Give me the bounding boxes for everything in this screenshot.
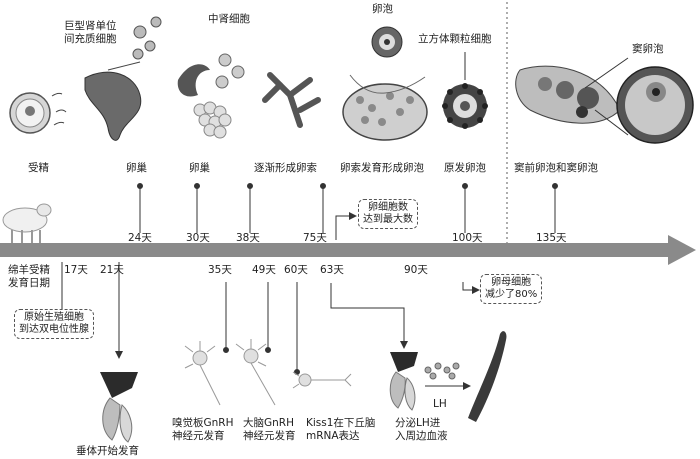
olfactory-neuron-illustration [184, 341, 221, 406]
upper-ticks [137, 183, 558, 233]
day-label: 60天 [284, 264, 308, 276]
giant-kidney-illustration [84, 71, 142, 141]
ovary-section-illustration [342, 74, 428, 141]
lower-ticks [61, 262, 480, 375]
sheep-illustration [2, 203, 52, 243]
stage-fertilization: 受精 [28, 162, 49, 174]
stage-primordial: 原发卵泡 [444, 162, 486, 174]
pituitary-label: 垂体开始发育 [76, 445, 139, 457]
primordial-germ-box: 原始生殖细胞 到达双电位性腺 [14, 309, 94, 339]
pituitary-illustration-left [100, 372, 138, 443]
lh-dots [424, 362, 460, 380]
antral-ovary-illustration [515, 57, 694, 144]
day-label: 90天 [404, 264, 428, 276]
kiss1-label: Kiss1在下丘脑 mRNA表达 [306, 417, 376, 442]
olfactory-label: 嗅觉板GnRH 神经元发育 [172, 417, 234, 442]
egg-illustration [9, 92, 67, 134]
timeline-arrow [0, 235, 696, 265]
day-label: 49天 [252, 264, 276, 276]
primordial-follicle-illustration [442, 52, 488, 129]
oocyte-illustration [371, 26, 403, 58]
antral-label: 窦卵泡 [632, 43, 664, 55]
stage-cord-follicle: 卵索发育形成卵泡 [340, 162, 424, 174]
ovarian-cord-illustration [262, 72, 321, 128]
stage-ovary-2: 卵巢 [189, 162, 210, 174]
brain-label: 大脑GnRH 神经元发育 [243, 417, 296, 442]
oocyte-reduce-box: 卵母细胞 减少了80% [480, 274, 543, 304]
lh-label: LH [433, 398, 447, 410]
mesonephros-illustration [177, 53, 245, 139]
day-label: 63天 [320, 264, 344, 276]
pointer-line [107, 61, 141, 71]
brain-neuron-illustration [235, 339, 276, 406]
day-label: 17天 [64, 264, 88, 276]
stage-ovary-1: 卵巢 [126, 162, 147, 174]
giant-kidney-label: 巨型肾单位 间充质细胞 [64, 20, 117, 45]
day-label: 100天 [452, 232, 483, 244]
stage-preantral: 窦前卵泡和窦卵泡 [514, 162, 598, 174]
day-label: 75天 [303, 232, 327, 244]
pituitary-illustration-right [389, 352, 418, 411]
lh-release-label: 分泌LH进 入周边血液 [395, 417, 448, 442]
oocyte-label: 卵泡 [372, 3, 393, 15]
stage-cord: 逐渐形成卵索 [254, 162, 317, 174]
kiss1-neuron-illustration [292, 371, 352, 389]
day-label: 38天 [236, 232, 260, 244]
oocyte-max-box: 卵细胞数 达到最大数 [358, 199, 418, 229]
day-label: 35天 [208, 264, 232, 276]
day-label: 24天 [128, 232, 152, 244]
blood-vessel-illustration [468, 331, 507, 422]
mesenchymal-cells-illustration [132, 16, 162, 60]
left-caption: 绵羊受精 发育日期 [8, 264, 50, 289]
day-label: 21天 [100, 264, 124, 276]
day-label: 30天 [186, 232, 210, 244]
mesonephros-label: 中肾细胞 [208, 13, 250, 25]
day-label: 135天 [536, 232, 567, 244]
cuboidal-label: 立方体颗粒细胞 [418, 33, 492, 45]
